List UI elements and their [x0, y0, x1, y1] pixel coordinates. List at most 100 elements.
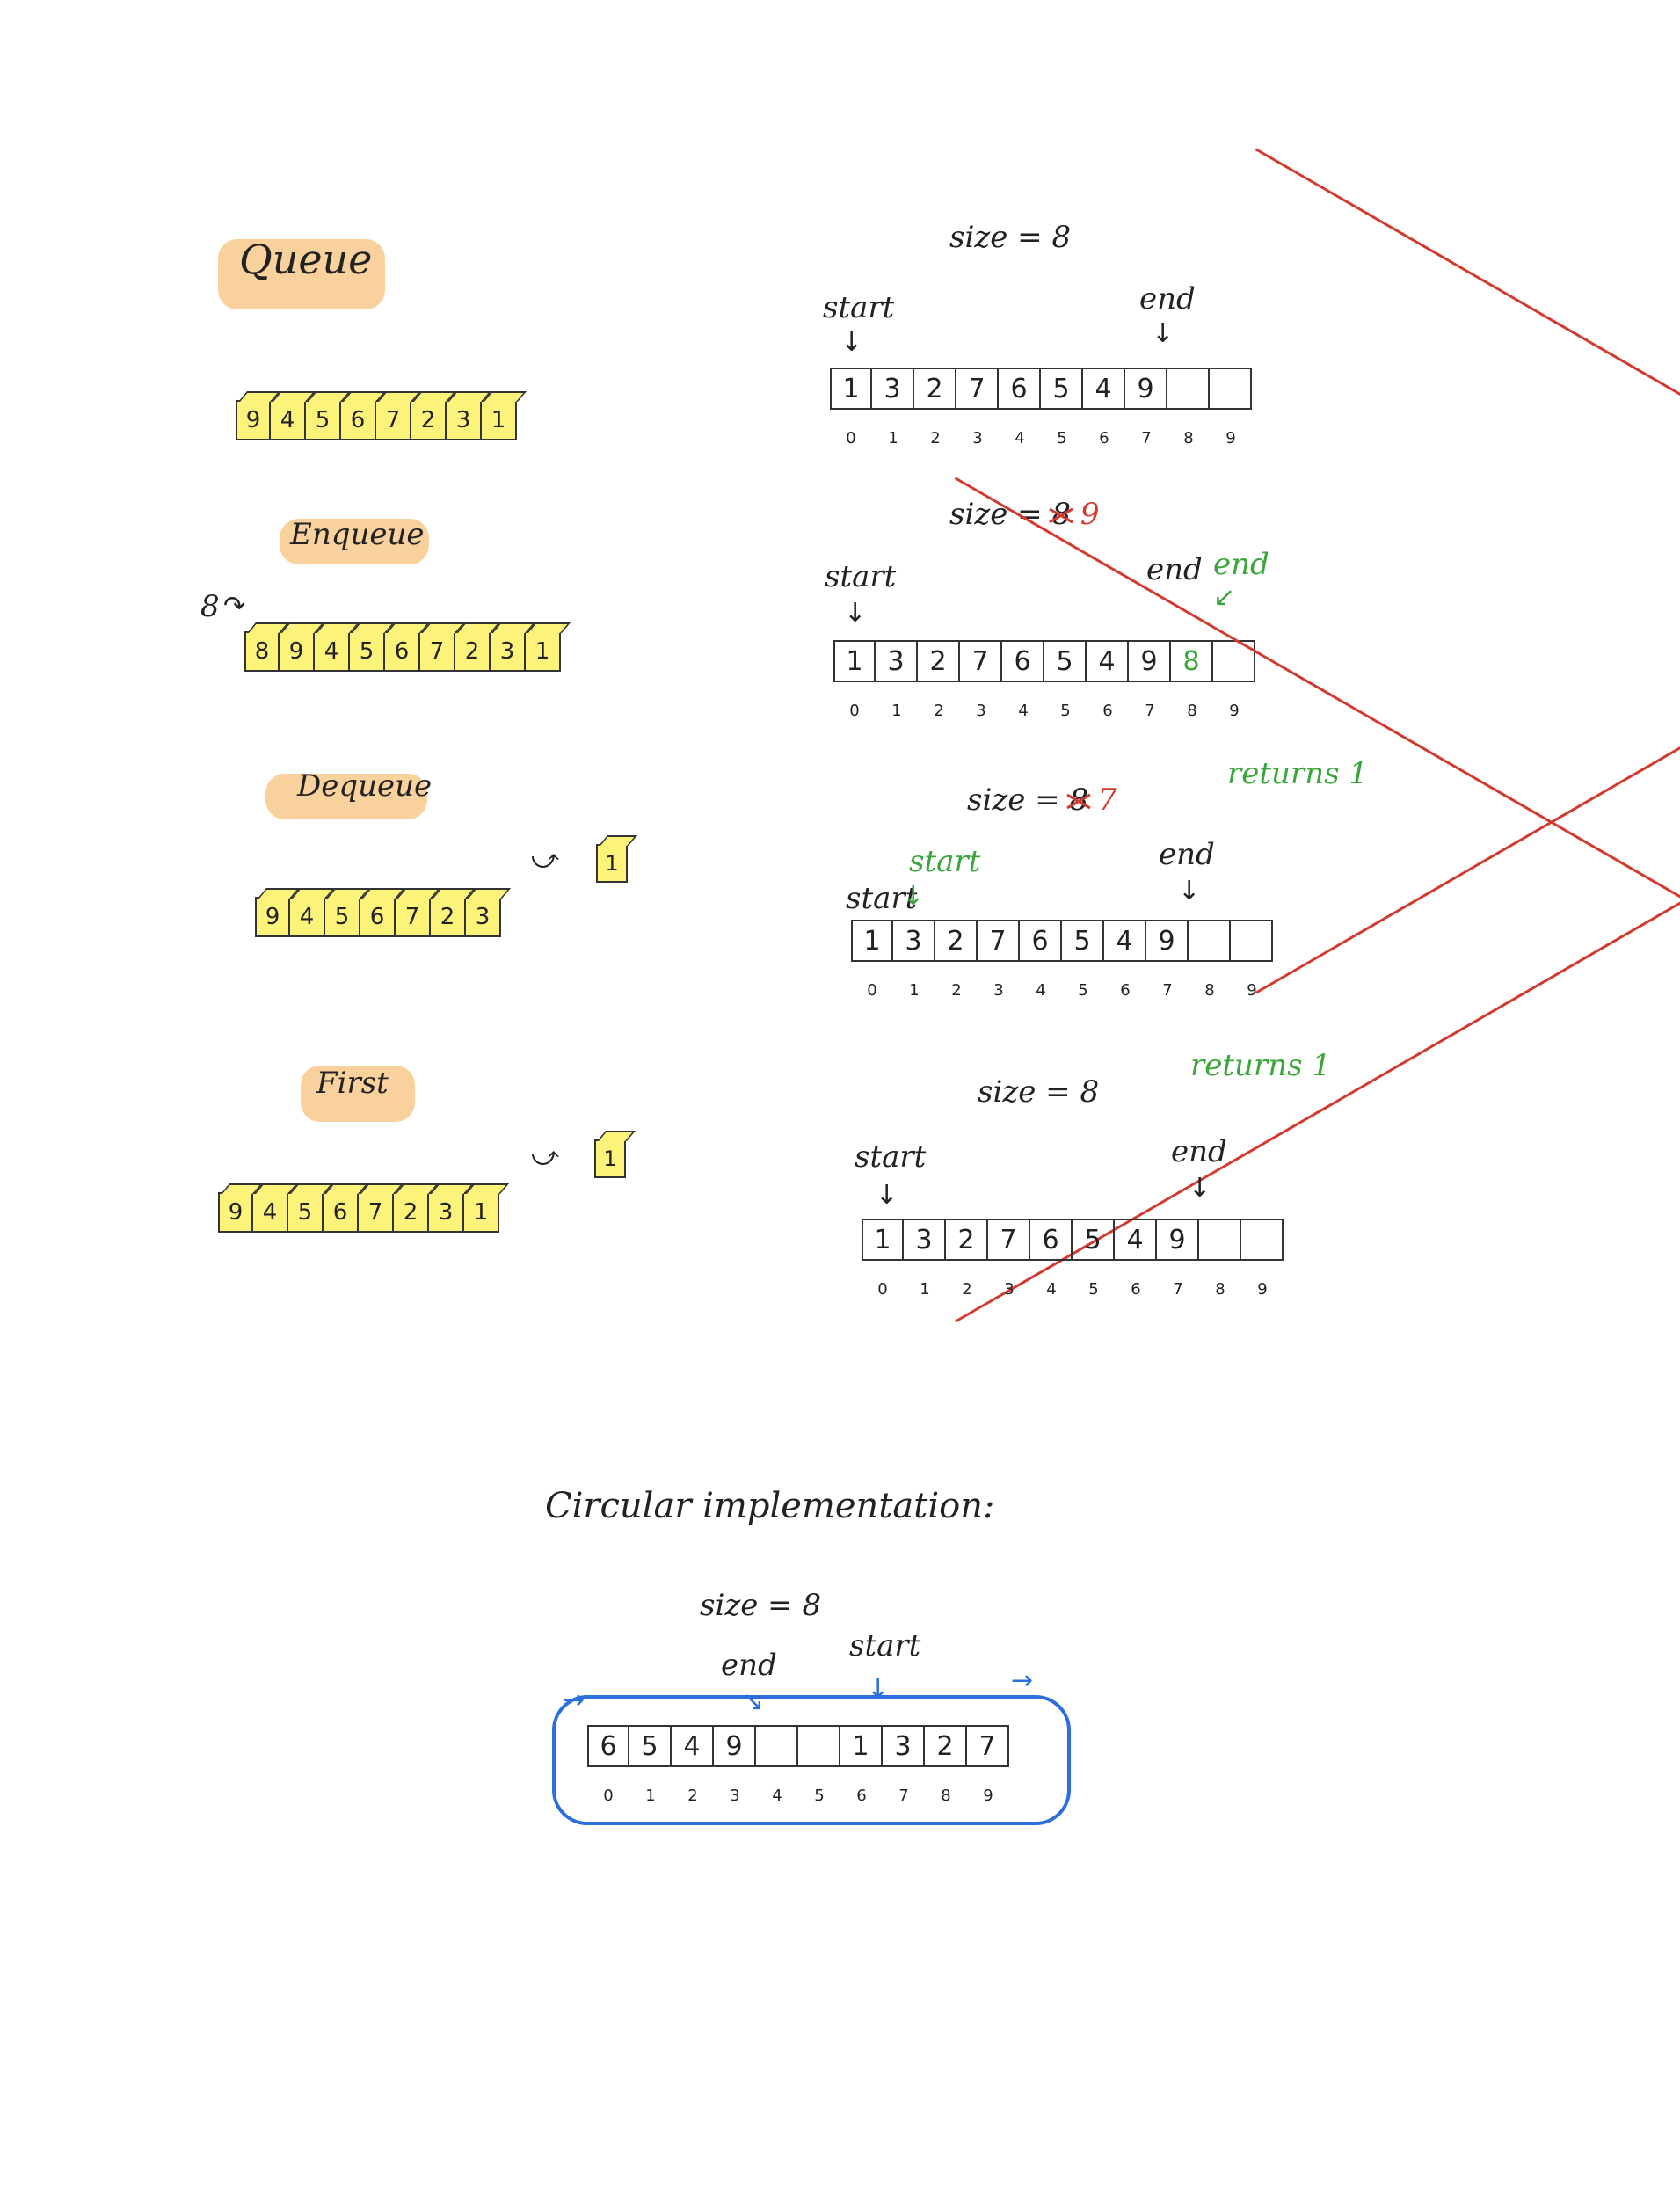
array-cell — [1241, 1219, 1284, 1261]
array-cell: 7 — [967, 1725, 1009, 1767]
index-label: 1 — [920, 1280, 930, 1299]
panel2-size-old: 8 — [1051, 497, 1072, 532]
array-cell: 4 — [1087, 640, 1129, 682]
array-cell — [1199, 1219, 1241, 1261]
array-cell — [756, 1725, 798, 1767]
index-label: 0 — [603, 1787, 614, 1805]
queue-cell: 7 — [376, 400, 411, 440]
enqueue-cell: 7 — [420, 631, 455, 672]
panel4-start-label: start — [855, 1139, 927, 1175]
panel4-start-arrow-icon: ↓ — [876, 1180, 898, 1211]
index-label: 1 — [909, 981, 920, 1000]
index-label: 4 — [1046, 1280, 1057, 1299]
first-cell: 2 — [394, 1192, 429, 1233]
queue-cell: 4 — [271, 400, 306, 440]
dequeue-cell: 7 — [396, 897, 431, 937]
first-title: First — [316, 1066, 389, 1101]
panel3-start-arrow-icon: ↓ — [902, 881, 925, 912]
panel3-size-old: 8 — [1069, 782, 1089, 818]
panel2-start-label: start — [825, 559, 897, 594]
circular-title: Circular implementation: — [545, 1486, 995, 1526]
circular-wrap-arrow-left-icon: → — [563, 1685, 585, 1715]
array-cell: 6 — [1002, 640, 1044, 682]
panel3-indices: 0 1 2 3 4 5 6 7 8 9 — [851, 981, 1273, 1000]
enqueue-cell: 3 — [491, 631, 526, 672]
index-label: 7 — [1141, 429, 1152, 448]
index-label: 7 — [1173, 1280, 1183, 1299]
index-label: 3 — [730, 1787, 740, 1805]
enqueue-cell: 9 — [280, 631, 315, 672]
first-cell: 5 — [288, 1192, 324, 1233]
array-cell — [1189, 920, 1231, 962]
dequeue-cell: 3 — [466, 897, 501, 937]
array-cell: 3 — [904, 1219, 946, 1261]
panel3-array: 1 3 2 7 6 5 4 9 — [851, 920, 1273, 962]
panel4-array: 1 3 2 7 6 5 4 9 — [862, 1219, 1284, 1261]
array-cell: 5 — [1062, 920, 1104, 962]
circular-indices: 0 1 2 3 4 5 6 7 8 9 — [587, 1787, 1009, 1805]
index-label: 2 — [687, 1787, 698, 1805]
first-cell: 3 — [429, 1192, 464, 1233]
array-cell: 1 — [830, 368, 872, 410]
queue-cell: 6 — [341, 400, 376, 440]
array-cell: 7 — [978, 920, 1020, 962]
array-cell — [1167, 368, 1210, 410]
circular-wrap-loop — [552, 1695, 1071, 1825]
dequeue-arrow-icon: ⤻ — [531, 844, 560, 875]
panel3-end-label: end — [1159, 837, 1215, 872]
array-cell: 3 — [893, 920, 935, 962]
array-cell: 9 — [1129, 640, 1171, 682]
array-cell: 2 — [918, 640, 960, 682]
index-label: 2 — [934, 702, 944, 720]
index-label: 7 — [898, 1787, 909, 1805]
index-label: 5 — [1057, 429, 1067, 448]
enqueue-cell: 6 — [385, 631, 420, 672]
index-label: 0 — [849, 702, 860, 720]
first-out-box: 1 — [594, 1139, 626, 1178]
array-cell: 1 — [833, 640, 876, 682]
index-label: 9 — [1257, 1280, 1268, 1299]
panel2-indices: 0 1 2 3 4 5 6 7 8 9 — [833, 702, 1255, 720]
array-cell: 5 — [1041, 368, 1083, 410]
panel2-end-old-label: end — [1146, 552, 1680, 587]
first-title-highlight — [301, 1066, 415, 1122]
array-cell: 5 — [1044, 640, 1087, 682]
index-label: 8 — [1204, 981, 1215, 1000]
array-cell — [1231, 920, 1273, 962]
index-label: 7 — [1162, 981, 1173, 1000]
index-label: 0 — [877, 1280, 888, 1299]
queue-row: 9 4 5 6 7 2 3 1 — [236, 400, 517, 440]
enqueue-cell: 4 — [315, 631, 350, 672]
circular-array: 6 5 4 9 1 3 2 7 — [587, 1725, 1009, 1767]
array-cell: 1 — [840, 1725, 883, 1767]
dequeue-cell: 4 — [290, 897, 325, 937]
enqueue-title-highlight — [280, 519, 429, 564]
index-label: 7 — [1145, 702, 1155, 720]
panel1-start-arrow-icon: ↓ — [840, 327, 863, 358]
array-cell: 2 — [914, 368, 956, 410]
first-cell: 4 — [253, 1192, 288, 1233]
panel3-size-prefix: size = — [967, 782, 1060, 818]
index-label: 6 — [1120, 981, 1131, 1000]
index-label: 9 — [1229, 702, 1240, 720]
panel2-end-arrow-icon: ↙ — [1213, 582, 1236, 613]
panel3-start-new-label: start — [909, 844, 981, 879]
array-cell: 4 — [1115, 1219, 1157, 1261]
array-cell: 9 — [714, 1725, 756, 1767]
array-cell: 6 — [1020, 920, 1062, 962]
array-cell: 3 — [883, 1725, 925, 1767]
enqueue-arrow-icon: ↷ — [223, 591, 246, 622]
array-cell: 5 — [629, 1725, 672, 1767]
queue-cell: 9 — [236, 400, 271, 440]
panel3-size-new: 7 — [1097, 782, 1117, 818]
first-cell: 6 — [324, 1192, 359, 1233]
index-label: 8 — [941, 1787, 951, 1805]
array-cell — [798, 1725, 840, 1767]
dequeue-cell: 6 — [360, 897, 396, 937]
index-label: 9 — [1247, 981, 1257, 1000]
array-cell: 4 — [1104, 920, 1146, 962]
index-label: 3 — [976, 702, 986, 720]
index-label: 0 — [867, 981, 877, 1000]
queue-cell: 5 — [306, 400, 341, 440]
index-label: 1 — [888, 429, 898, 448]
